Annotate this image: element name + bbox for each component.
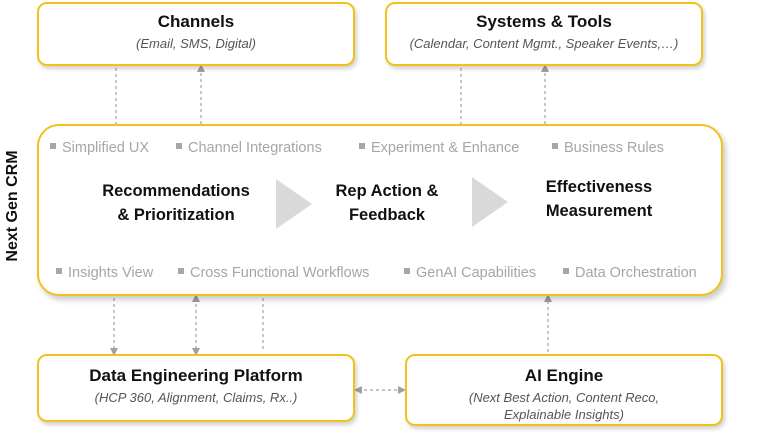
feature-data-orchestration: Data Orchestration (563, 265, 697, 281)
feature-label: Cross Functional Workflows (190, 265, 370, 281)
systems-tools-title: Systems & Tools (476, 12, 612, 31)
data-engineering-subtitle: (HCP 360, Alignment, Claims, Rx..) (94, 390, 298, 405)
step-line: Rep Action & (335, 182, 439, 200)
feature-label: Business Rules (564, 140, 664, 156)
feature-label: Simplified UX (62, 140, 150, 156)
systems-tools-box: Systems & Tools (Calendar, Content Mgmt.… (385, 2, 703, 66)
chevron-right-icon (276, 179, 312, 229)
chevron-right-icon (472, 177, 508, 227)
step-recommendations: Recommendations & Prioritization (71, 179, 281, 227)
next-gen-crm-label: Next Gen CRM (4, 150, 21, 262)
bullet-icon (56, 268, 62, 275)
bullet-icon (404, 268, 410, 275)
feature-channel-integrations: Channel Integrations (176, 140, 322, 156)
data-engineering-box: Data Engineering Platform (HCP 360, Alig… (37, 354, 355, 422)
step-line: & Prioritization (117, 206, 235, 224)
feature-label: GenAI Capabilities (416, 265, 537, 281)
ai-engine-subtitle-line: (Next Best Action, Content Reco, (468, 390, 660, 405)
feature-label: Data Orchestration (575, 265, 697, 281)
feature-insights-view: Insights View (56, 265, 153, 281)
data-engineering-title: Data Engineering Platform (89, 366, 303, 385)
bullet-icon (359, 143, 365, 150)
step-line: Recommendations (102, 182, 250, 200)
systems-tools-subtitle: (Calendar, Content Mgmt., Speaker Events… (409, 36, 679, 51)
next-gen-crm-box: Simplified UX Channel Integrations Exper… (37, 124, 723, 296)
step-line: Measurement (545, 202, 653, 220)
feature-business-rules: Business Rules (552, 140, 664, 156)
step-line: Feedback (348, 206, 426, 224)
bullet-icon (178, 268, 184, 275)
channels-subtitle: (Email, SMS, Digital) (136, 36, 256, 51)
feature-label: Experiment & Enhance (371, 140, 520, 156)
ai-engine-subtitle-line: Explainable Insights) (504, 407, 624, 422)
step-line: Effectiveness (545, 178, 653, 196)
bullet-icon (176, 143, 182, 150)
feature-label: Insights View (68, 265, 154, 281)
ai-engine-subtitle: (Next Best Action, Content Reco, Explain… (407, 389, 721, 423)
step-rep-action: Rep Action & Feedback (317, 179, 457, 227)
bullet-icon (563, 268, 569, 275)
feature-cross-functional-workflows: Cross Functional Workflows (178, 265, 369, 281)
step-effectiveness: Effectiveness Measurement (519, 175, 679, 223)
bullet-icon (50, 143, 56, 150)
feature-experiment-enhance: Experiment & Enhance (359, 140, 519, 156)
feature-label: Channel Integrations (188, 140, 322, 156)
ai-engine-title: AI Engine (524, 366, 604, 385)
channels-box: Channels (Email, SMS, Digital) (37, 2, 355, 66)
feature-genai-capabilities: GenAI Capabilities (404, 265, 536, 281)
ai-engine-box: AI Engine (Next Best Action, Content Rec… (405, 354, 723, 426)
bullet-icon (552, 143, 558, 150)
channels-title: Channels (157, 12, 235, 31)
feature-simplified-ux: Simplified UX (50, 140, 149, 156)
